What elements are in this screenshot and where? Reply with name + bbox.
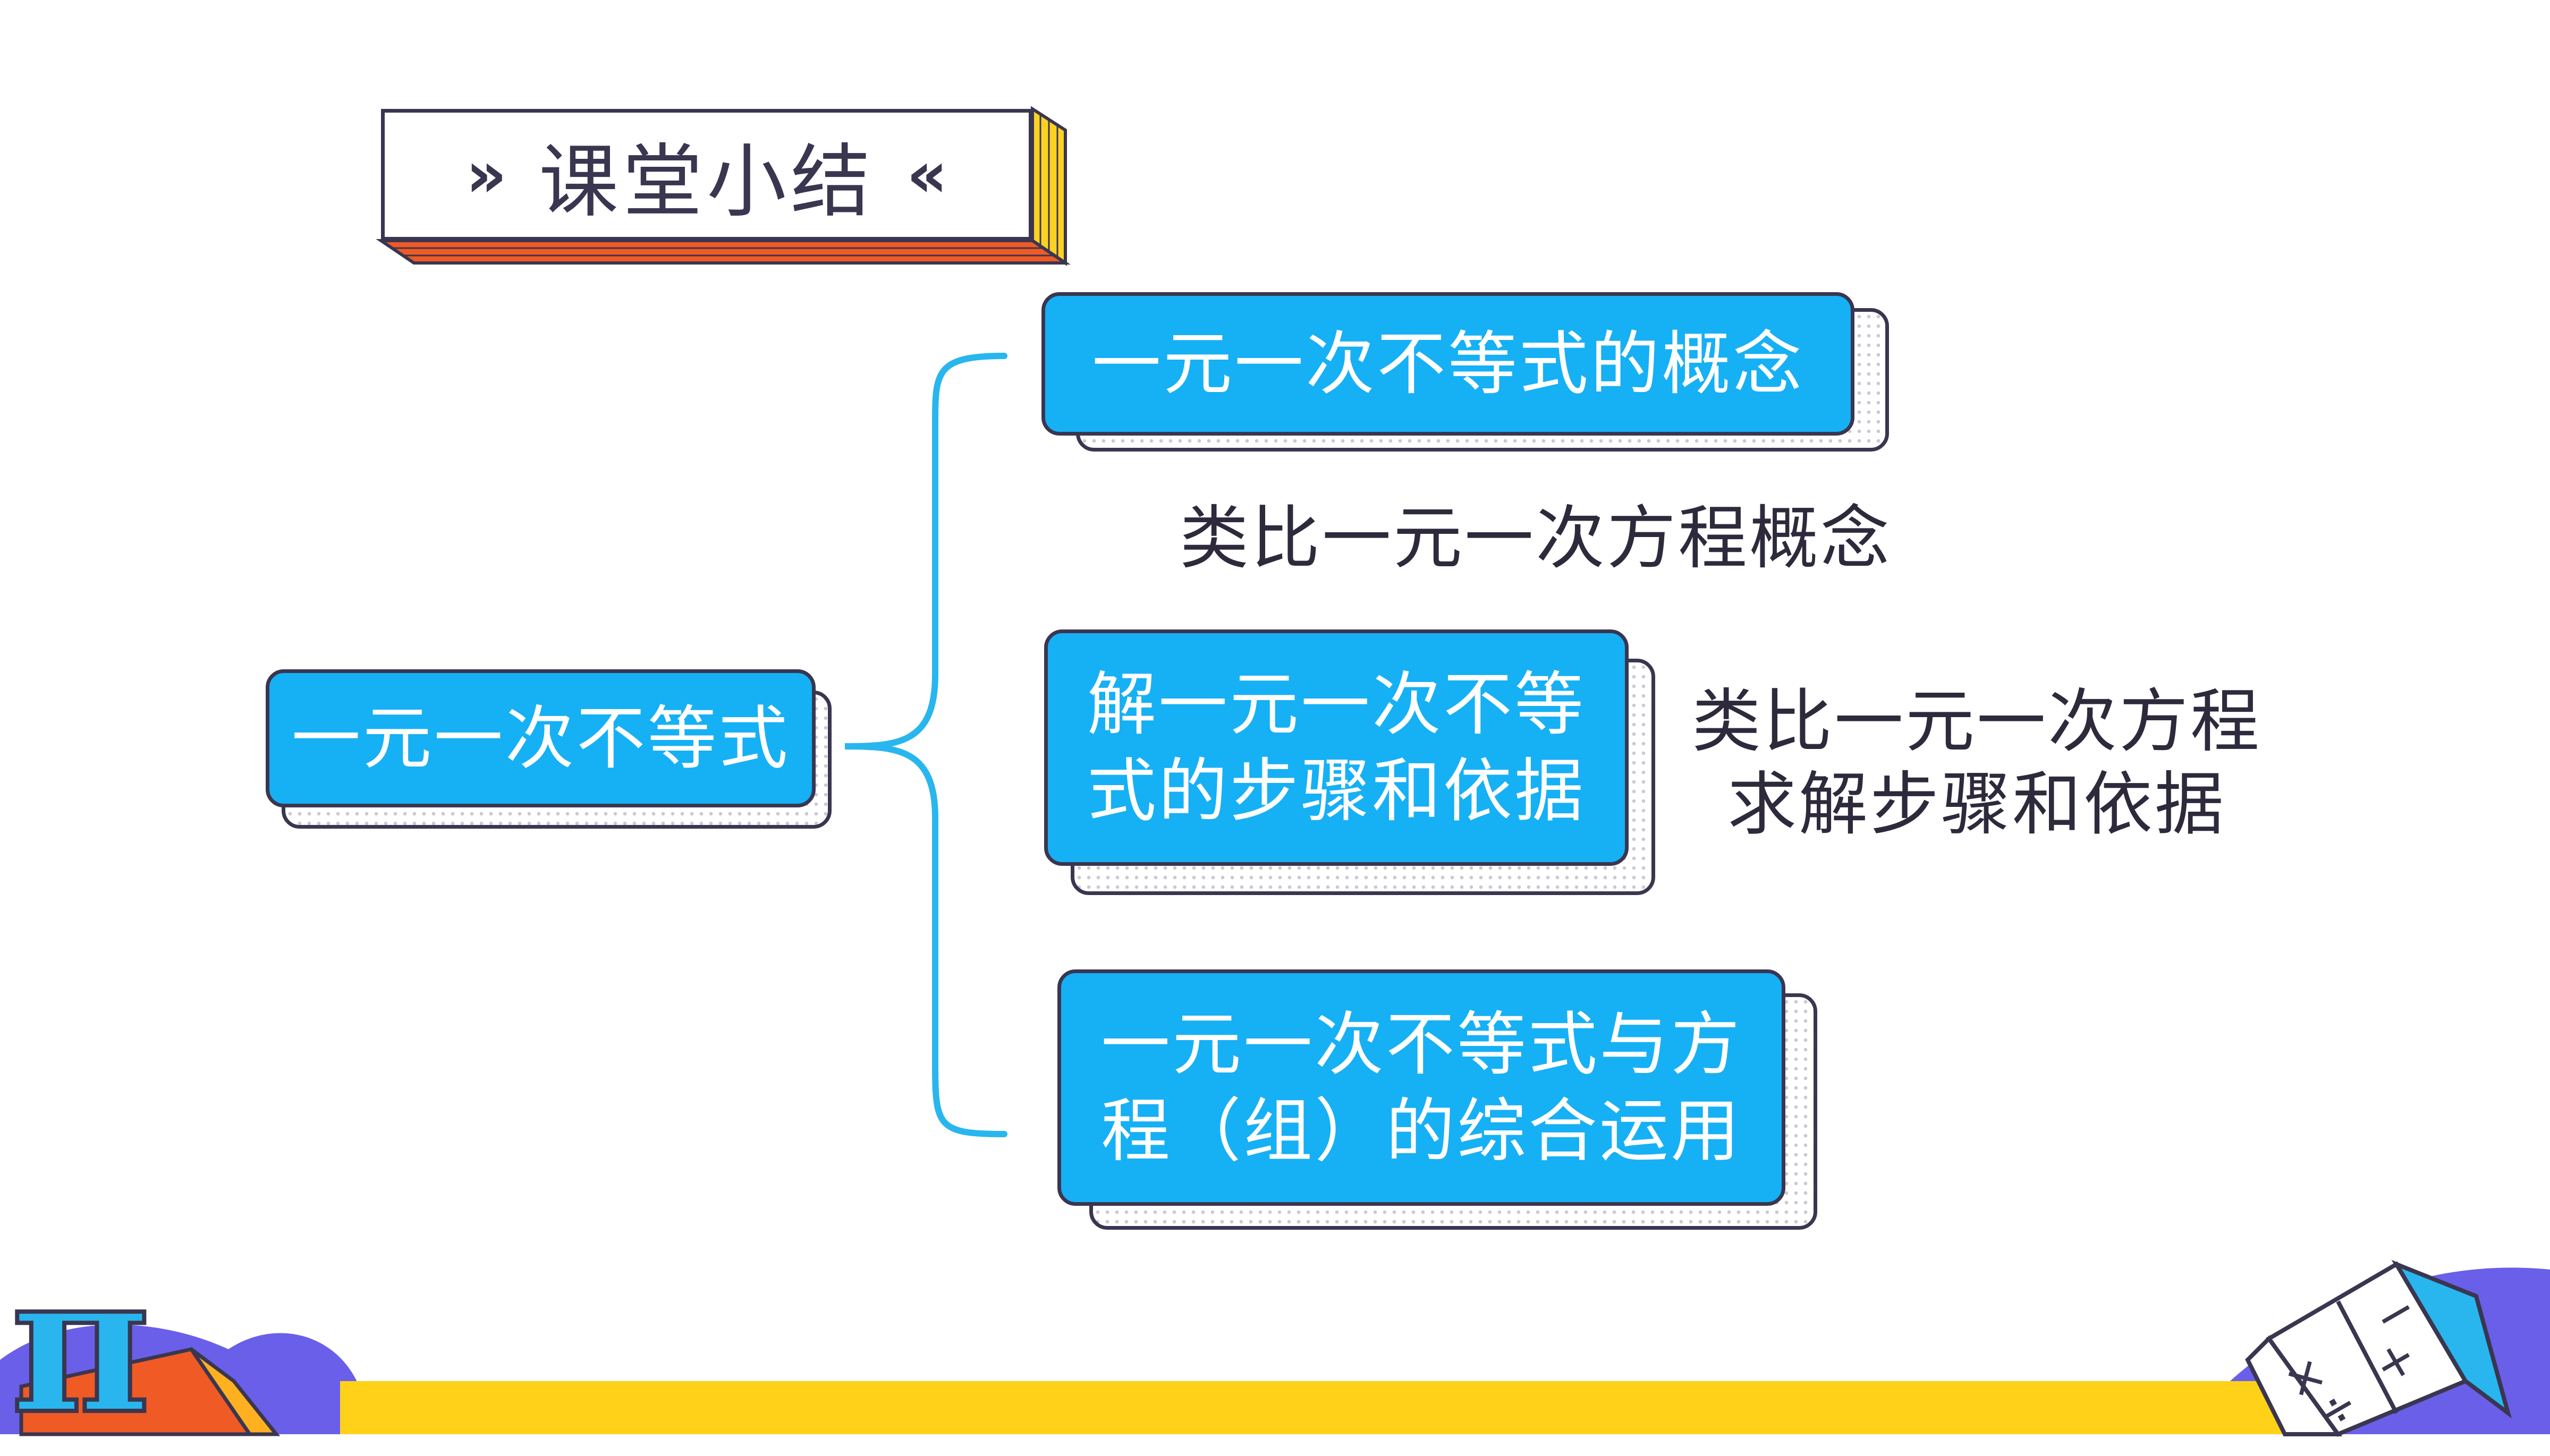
note-solving-analogy: 类比一元一次方程 求解步骤和依据 — [1679, 680, 2274, 846]
root-node: 一元一次不等式 — [266, 669, 816, 807]
bottom-yellow-stripe — [340, 1381, 2306, 1434]
branch-node-concept-label: 一元一次不等式的概念 — [1091, 323, 1804, 404]
branch-node-application: 一元一次不等式与方 程（组）的综合运用 — [1057, 969, 1785, 1206]
chevron-right-icon: » — [465, 138, 507, 212]
note-concept-analogy-text: 类比一元一次方程概念 — [1179, 498, 1892, 578]
branch-node-application-line2: 程（组）的综合运用 — [1100, 1090, 1742, 1171]
note-concept-analogy: 类比一元一次方程概念 — [1169, 497, 1902, 580]
note-solving-analogy-line1: 类比一元一次方程 — [1691, 681, 2261, 762]
branch-node-solving-line2: 式的步骤和依据 — [1087, 750, 1586, 831]
title-box: » 课堂小结 « — [381, 109, 1032, 241]
chevron-left-icon: « — [907, 138, 948, 212]
branch-node-concept: 一元一次不等式的概念 — [1041, 292, 1854, 436]
branch-node-application-line1: 一元一次不等式与方 — [1100, 1004, 1742, 1085]
page-title: 课堂小结 — [538, 135, 875, 228]
branch-node-solving: 解一元一次不等 式的步骤和依据 — [1044, 629, 1629, 866]
branch-node-solving-line1: 解一元一次不等 — [1087, 664, 1586, 745]
pi-icon: π — [9, 1231, 153, 1456]
root-node-label: 一元一次不等式 — [291, 697, 790, 779]
note-solving-analogy-line2: 求解步骤和依据 — [1727, 764, 2226, 845]
